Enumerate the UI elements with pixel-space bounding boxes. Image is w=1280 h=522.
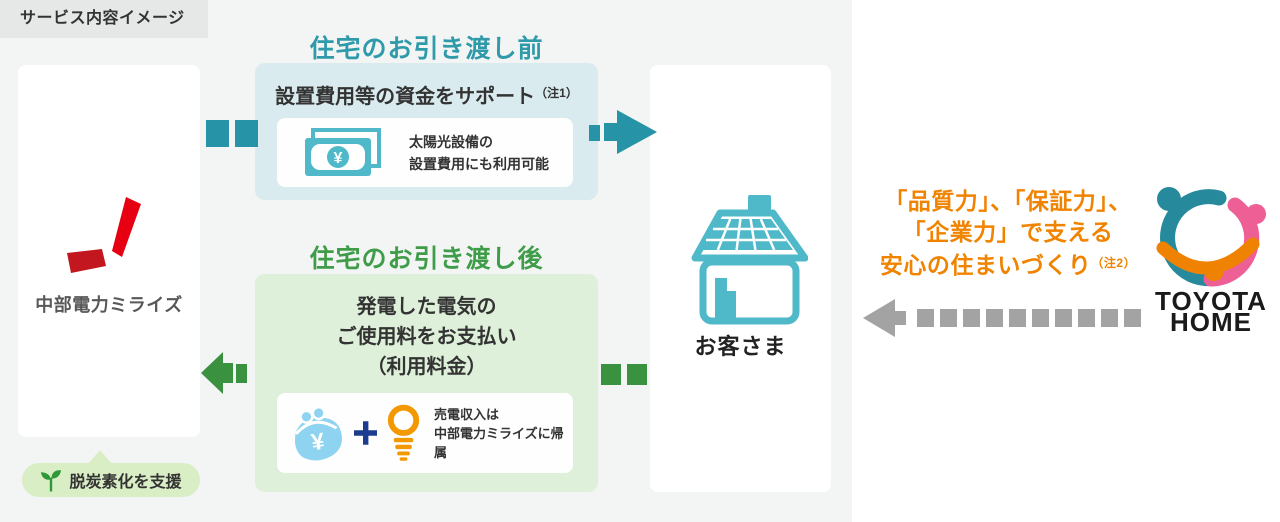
toyota-message: 「品質力」、「保証力」、 「企業力」で支える 安心の住まいづくり（注2） — [858, 186, 1158, 281]
before-detail-line1: 太陽光設備の — [409, 133, 493, 150]
after-detail-text: 売電収入は 中部電力ミライズに帰属 — [434, 405, 573, 462]
banknote-yen-symbol: ¥ — [334, 150, 343, 167]
toyota-message-line3-wrap: 安心の住まいづくり（注2） — [858, 248, 1158, 281]
before-box: 設置費用等の資金をサポート（注1） ¥ 太陽光設備の 設置費用にも利用可能 — [255, 63, 598, 200]
toyota-message-line2: 「企業力」で支える — [902, 219, 1114, 245]
toyota-message-line3: 安心の住まいづくり — [879, 252, 1092, 278]
toyota-brand-bottom: HOME — [1170, 307, 1252, 337]
before-title-text: 設置費用等の資金をサポート — [275, 86, 536, 108]
before-detail-box: ¥ 太陽光設備の 設置費用にも利用可能 — [277, 118, 573, 187]
pill-tail — [88, 450, 112, 464]
toyota-logo — [1148, 184, 1274, 295]
after-title-line2: ご使用料をお支払い — [336, 326, 517, 348]
toyota-home-logo-icon — [1156, 187, 1266, 287]
after-box: 発電した電気の ご使用料をお支払い （利用料金） ¥ — [255, 274, 598, 492]
flow-arrow-right-icon — [589, 110, 657, 154]
toyota-message-note: （注2） — [1091, 256, 1137, 270]
before-detail-line2: 設置費用にも利用可能 — [409, 155, 549, 172]
miraiz-card: 中部電力ミライズ — [18, 65, 200, 437]
plus-icon — [353, 421, 377, 445]
before-title-note: （注1） — [535, 86, 578, 100]
solar-house-icon — [691, 195, 808, 325]
purse-icon: ¥ — [294, 405, 342, 461]
toyota-brand-top: TOYOTA — [1155, 286, 1267, 316]
after-detail-line2: 中部電力ミライズに帰属 — [433, 425, 564, 460]
decarbonization-pill: 脱炭素化を支援 — [22, 450, 200, 497]
purse-yen-symbol: ¥ — [310, 428, 327, 456]
decarbonization-label: 脱炭素化を支援 — [69, 474, 182, 491]
banknote-icon: ¥ — [305, 127, 381, 176]
sprout-icon — [41, 469, 62, 492]
miraiz-name: 中部電力ミライズ — [35, 295, 183, 315]
dotted-trail-after-icon — [601, 364, 647, 385]
before-heading: 住宅のお引き渡し前 — [309, 35, 544, 63]
dotted-trail-before-icon — [206, 120, 258, 147]
lightbulb-icon — [387, 404, 420, 461]
flow-arrow-left-icon — [201, 352, 247, 394]
toyota-brand-text: TOYOTA HOME — [1148, 286, 1274, 337]
before-title: 設置費用等の資金をサポート（注1） — [255, 80, 598, 109]
after-heading: 住宅のお引き渡し後 — [309, 245, 544, 273]
service-image-badge: サービス内容イメージ — [0, 0, 208, 38]
after-detail-box: ¥ 売電収入は 中部電力ミライズに帰属 — [277, 393, 573, 473]
miraiz-logo-icon — [67, 197, 141, 273]
after-detail-line1: 売電収入は — [433, 406, 499, 422]
after-title-line1: 発電した電気の — [356, 296, 497, 318]
before-detail-text: 太陽光設備の 設置費用にも利用可能 — [409, 131, 549, 175]
after-title: 発電した電気の ご使用料をお支払い （利用料金） — [255, 292, 598, 382]
customer-label: お客さま — [694, 334, 787, 359]
toyota-message-line1: 「品質力」、「保証力」、 — [884, 188, 1132, 214]
after-title-line3: （利用料金） — [366, 356, 487, 378]
toyota-support-arrow-icon — [863, 299, 1141, 337]
customer-card: お客さま — [650, 65, 831, 492]
